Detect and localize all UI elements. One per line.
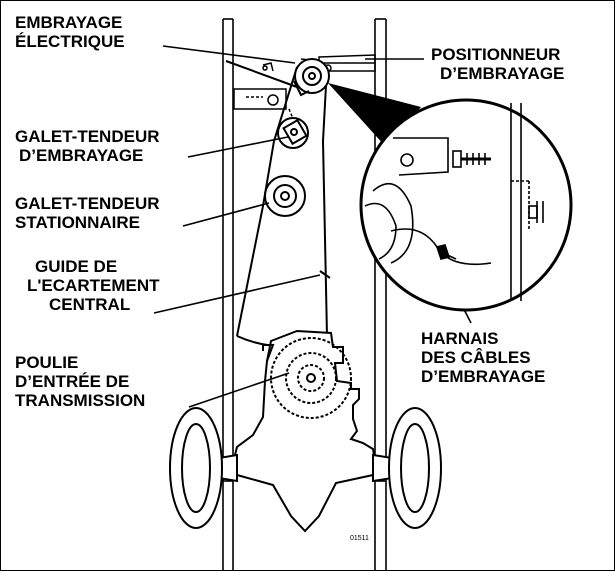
label-transmission-input-pulley: POULIE D’ENTRÉE DE TRANSMISSION bbox=[15, 353, 146, 410]
clutch-idler-pulley bbox=[277, 117, 309, 149]
label-clutch-wire-harness: HARNAIS DES CÂBLES D’EMBRAYAGE bbox=[421, 329, 546, 386]
center-spacing-guide bbox=[319, 270, 331, 279]
label-electric-clutch: EMBRAYAGE ÉLECTRIQUE bbox=[15, 13, 125, 51]
label-clutch-positioner: POSITIONNEUR D’EMBRAYAGE bbox=[431, 45, 565, 83]
detail-magnifier bbox=[359, 98, 573, 312]
right-wheel bbox=[388, 407, 442, 529]
figure-code: 01511 bbox=[350, 535, 369, 542]
electric-clutch-pulley bbox=[293, 58, 330, 97]
left-wheel bbox=[169, 407, 223, 529]
idler-bracket bbox=[225, 60, 298, 127]
label-center-spacing-guide: GUIDE DE L'ECARTEMENT CENTRAL bbox=[27, 257, 160, 314]
label-stationary-idler: GALET-TENDEUR STATIONNAIRE bbox=[15, 194, 160, 232]
stationary-idler-pulley bbox=[264, 175, 306, 217]
label-clutch-idler: GALET-TENDEUR D’EMBRAYAGE bbox=[15, 127, 160, 165]
transmission-housing bbox=[231, 329, 377, 533]
